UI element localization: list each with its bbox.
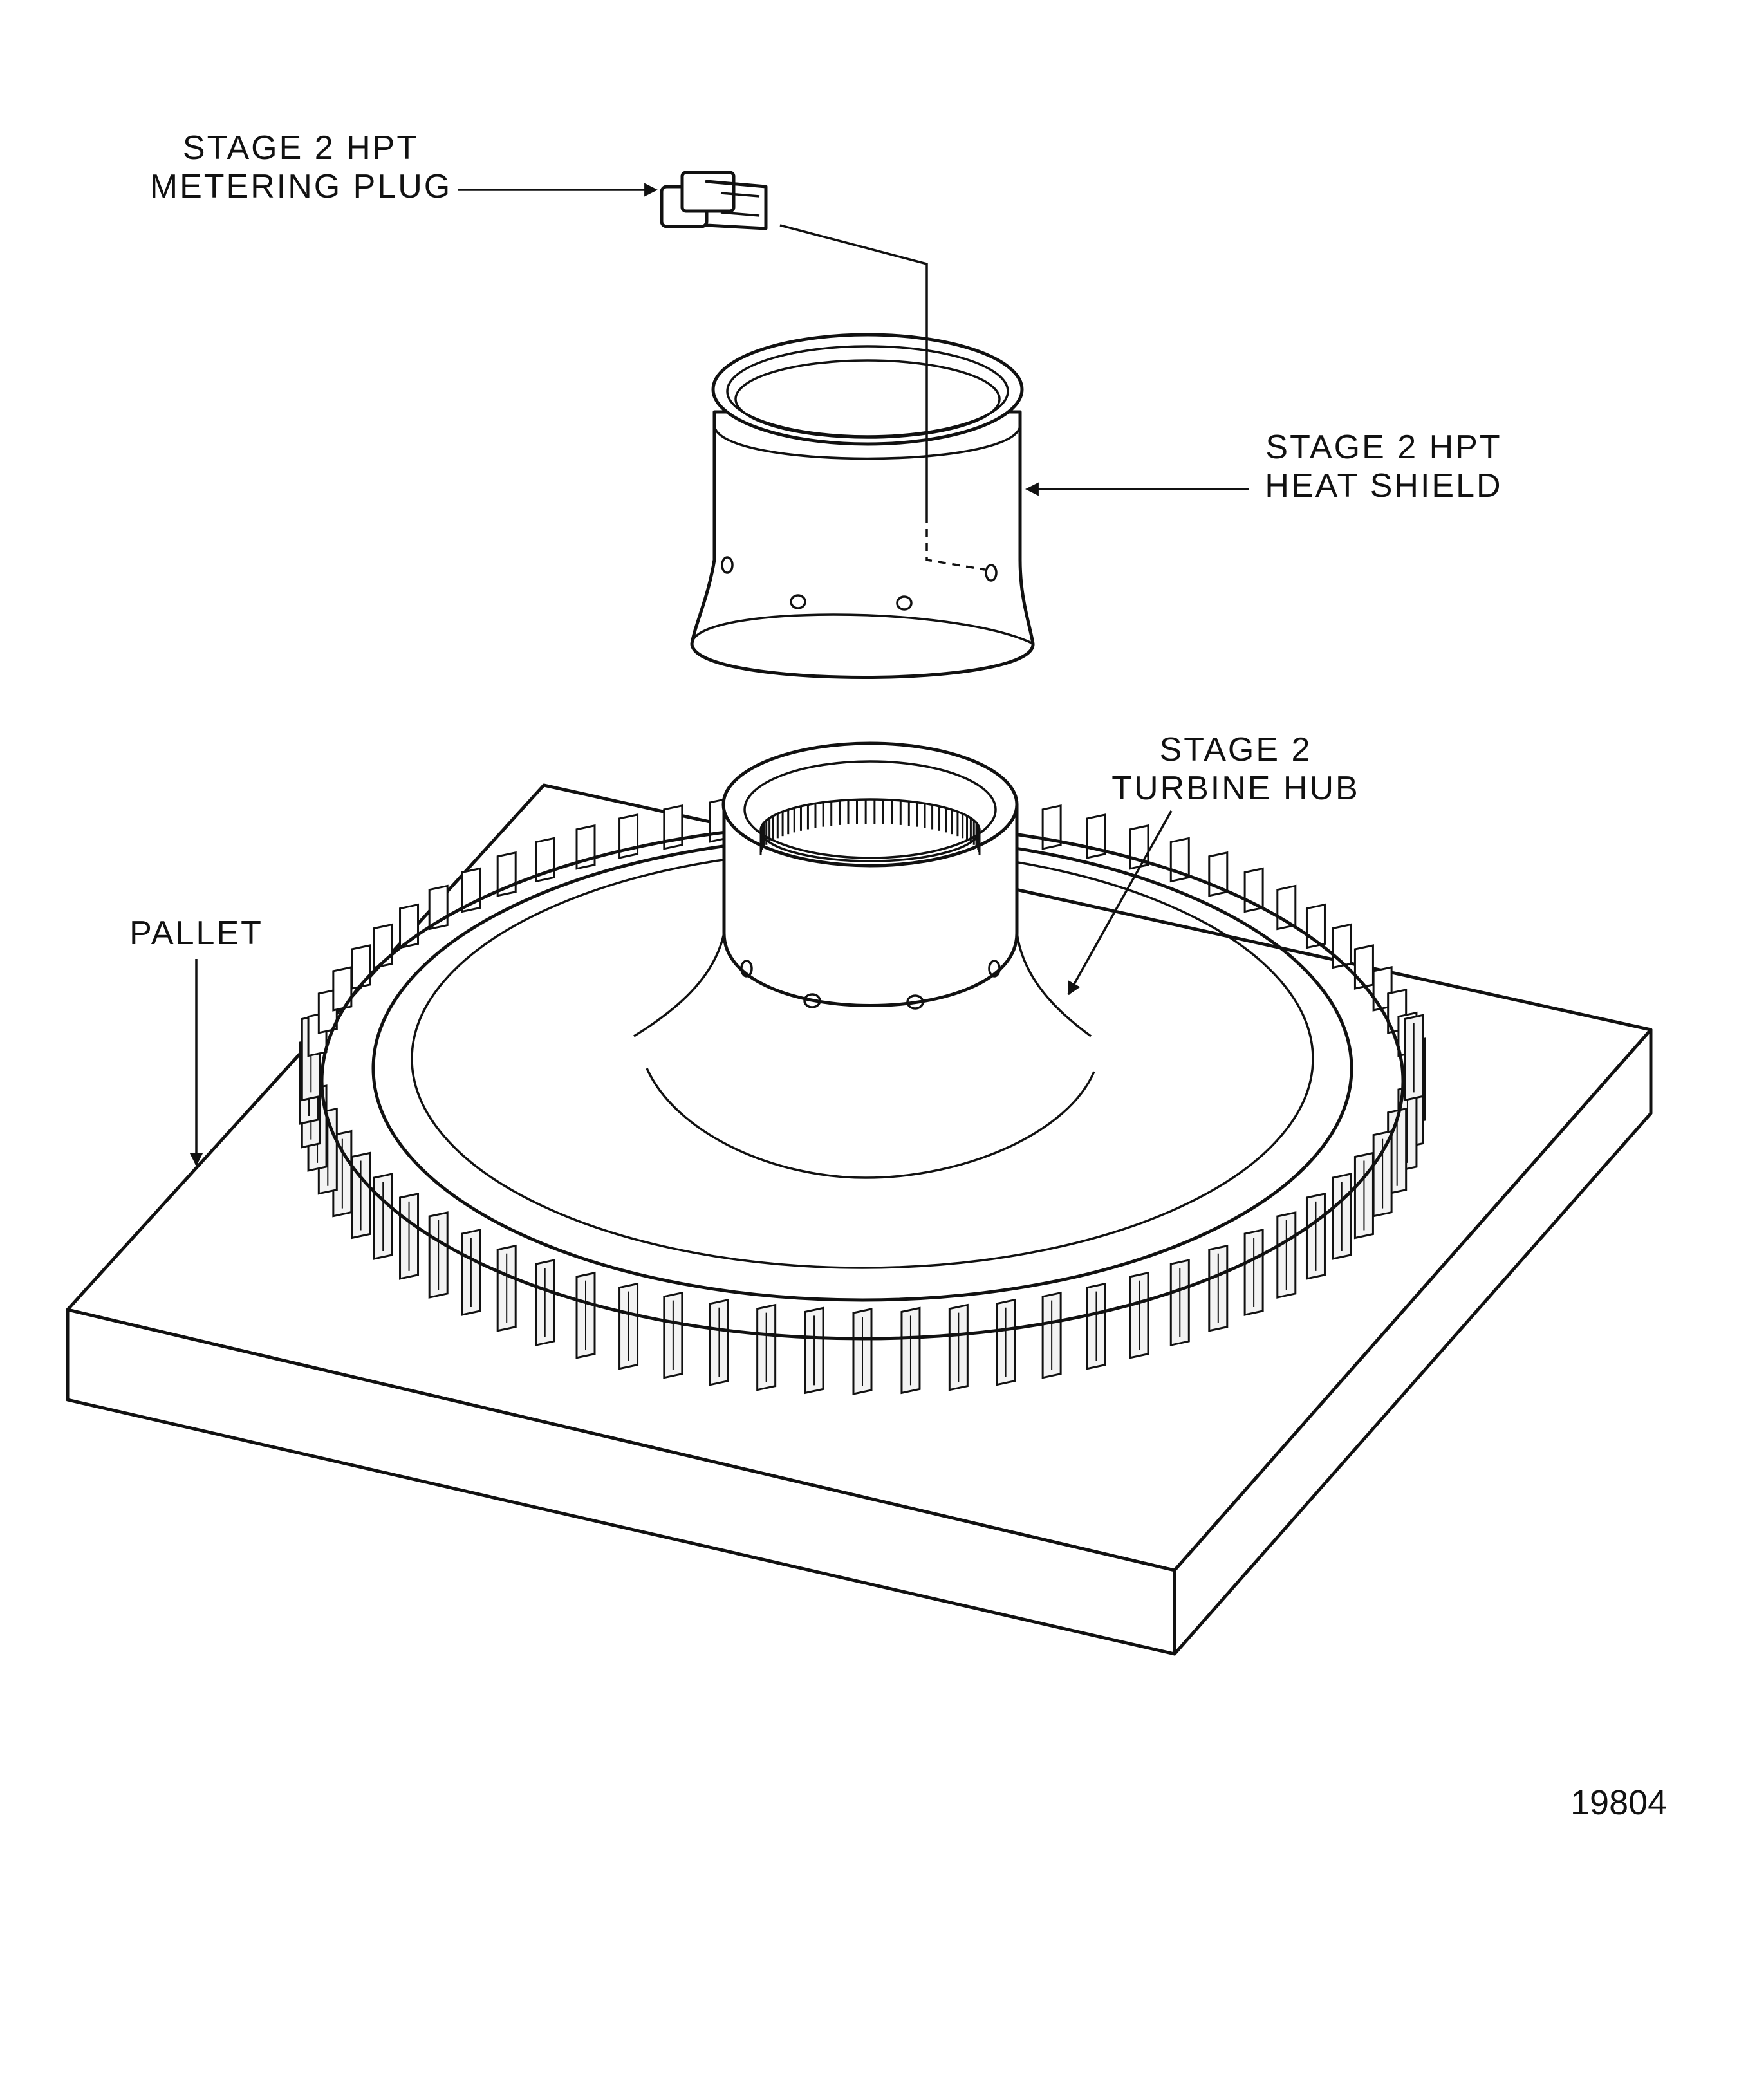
figure-number: 19804 bbox=[1570, 1783, 1668, 1822]
turbine-hub-label-line1: STAGE 2 bbox=[1159, 731, 1312, 768]
blade bbox=[332, 965, 353, 1012]
heat-shield-label-line2: HEAT SHIELD bbox=[1265, 467, 1503, 505]
metering-plug-label-line1: STAGE 2 HPT bbox=[182, 129, 420, 167]
turbine-hub-label: STAGE 2 TURBINE HUB bbox=[1101, 730, 1371, 808]
pallet-label: PALLET bbox=[129, 915, 263, 952]
heat-shield bbox=[690, 333, 1035, 679]
hub-splines bbox=[759, 799, 981, 855]
metering-plug bbox=[660, 171, 768, 230]
blade bbox=[317, 988, 338, 1034]
metering-plug-label-line2: METERING PLUG bbox=[149, 168, 452, 205]
blade bbox=[1353, 944, 1374, 990]
heat-shield-label-line1: STAGE 2 HPT bbox=[1265, 429, 1502, 466]
heat-shield-label: STAGE 2 HPT HEAT SHIELD bbox=[1255, 428, 1512, 505]
turbine-hub-label-line2: TURBINE HUB bbox=[1111, 770, 1360, 807]
metering-plug-label: STAGE 2 HPT METERING PLUG bbox=[138, 129, 463, 206]
blade bbox=[351, 944, 371, 990]
turbine-hub bbox=[299, 741, 1426, 1395]
